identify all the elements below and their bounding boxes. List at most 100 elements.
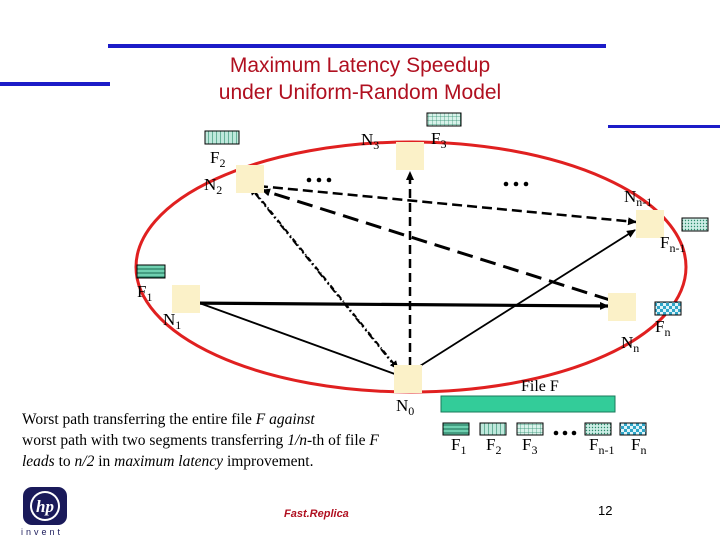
label-n2-sub: 2 [216, 183, 223, 197]
footer-title: Fast.Replica [284, 508, 349, 520]
bar-segment-fn [619, 422, 647, 436]
label-fn1-main: F [660, 233, 670, 252]
caption-text: to [54, 453, 75, 470]
label-nn1-sub: n-1 [636, 195, 653, 209]
node-nn1 [636, 210, 664, 238]
left-rule [0, 82, 110, 86]
bar-segment-f2 [479, 422, 507, 436]
caption-line-3: leads to n/2 in maximum latency improvem… [22, 451, 379, 472]
file-bar [440, 395, 616, 413]
edge-n0-nn1 [419, 229, 636, 367]
bar-segment-f1 [442, 422, 470, 436]
label-n3-sub: 3 [373, 138, 380, 152]
title-line-1: Maximum Latency Speedup [229, 54, 491, 77]
node-n2 [236, 165, 264, 193]
label-nn-sub: n [633, 341, 640, 355]
bar-label-f1-sub: 1 [460, 443, 467, 457]
node-nn [608, 293, 636, 321]
label-fn1: Fn-1 [660, 233, 685, 256]
label-n3: N3 [361, 130, 379, 153]
caption-italic: 1/n [287, 432, 307, 449]
label-n2: N2 [204, 175, 222, 198]
label-f2-sub: 2 [219, 156, 226, 170]
caption-italic: against [265, 411, 315, 428]
caption-italic: maximum latency [114, 453, 224, 470]
bar-label-fn: Fn [631, 435, 646, 458]
label-f1-sub: 1 [146, 290, 153, 304]
edge-nn-n2 [261, 188, 611, 302]
edge-n2-n0 [254, 191, 399, 370]
bar-label-f2: F2 [486, 435, 501, 458]
bar-segment-f3 [516, 422, 544, 436]
label-n0-sub: 0 [408, 404, 415, 418]
bar-label-f1: F1 [451, 435, 466, 458]
label-fn-sub: n [664, 325, 671, 339]
label-f1: F1 [137, 282, 152, 305]
label-n3-main: N [361, 130, 374, 149]
caption-text: improvement. [223, 453, 314, 470]
file-segment-f3 [426, 112, 462, 127]
bar-label-f2-sub: 2 [495, 443, 502, 457]
hp-logo-word: invent [21, 527, 64, 537]
caption-text: Worst path transferring the entire file [22, 411, 256, 428]
caption-italic: n/2 [74, 453, 95, 470]
hp-logo-mark: hp [23, 487, 67, 525]
bar-label-f1-main: F [451, 435, 461, 454]
label-n0: N0 [396, 396, 414, 419]
label-fn-main: F [655, 317, 665, 336]
file-segment-f1 [136, 264, 166, 279]
label-nn1: Nn-1 [624, 187, 652, 210]
label-nn1-main: N [624, 187, 637, 206]
label-fn: Fn [655, 317, 670, 340]
edge-n1-nn [179, 301, 609, 310]
bar-ellipsis-dots [553, 430, 577, 436]
label-f3-sub: 3 [440, 137, 447, 151]
bar-label-fn-sub: n [640, 443, 647, 457]
edge-n0-n1 [179, 294, 404, 378]
file-segment-fn1 [681, 217, 709, 232]
label-f2: F2 [210, 148, 225, 171]
title-line-2: under Uniform-Random Model [218, 81, 502, 104]
file-bar-label: File F [521, 378, 559, 395]
right-rule [608, 125, 720, 128]
caption-italic: leads [22, 453, 55, 470]
bar-label-f3-sub: 3 [531, 443, 538, 457]
file-segment-f2 [204, 130, 240, 145]
bar-label-fn1: Fn-1 [589, 435, 614, 458]
caption-text: in [94, 453, 115, 470]
bar-segment-fn1 [584, 422, 612, 436]
caption-italic: F [255, 411, 266, 428]
ellipsis-dots-left [306, 177, 332, 183]
bar-label-fn1-main: F [589, 435, 599, 454]
label-n1: N1 [163, 310, 181, 333]
svg-text:hp: hp [36, 497, 54, 516]
bar-label-fn1-sub: n-1 [598, 443, 615, 457]
ellipsis-dots-right [503, 181, 529, 187]
bar-label-f3-main: F [522, 435, 532, 454]
edge-n2-nn1 [257, 184, 637, 226]
caption-line-2: worst path with two segments transferrin… [22, 430, 379, 451]
caption-text: worst path with two segments transferrin… [22, 432, 288, 449]
caption-italic: F [369, 432, 379, 449]
bar-label-fn-main: F [631, 435, 641, 454]
bar-label-f3: F3 [522, 435, 537, 458]
top-rule [108, 44, 606, 48]
label-nn: Nn [621, 333, 639, 356]
label-n2-main: N [204, 175, 217, 194]
caption-text: -th of file [307, 432, 370, 449]
caption-line-1: Worst path transferring the entire file … [22, 409, 379, 430]
node-n0 [394, 365, 422, 393]
label-fn1-sub: n-1 [669, 241, 686, 255]
label-f2-main: F [210, 148, 220, 167]
slide-title: Maximum Latency Speedup under Uniform-Ra… [0, 52, 720, 106]
file-segment-fn [654, 301, 682, 316]
caption: Worst path transferring the entire file … [22, 409, 379, 472]
node-n3 [396, 142, 424, 170]
label-f3: F3 [431, 129, 446, 152]
label-f3-main: F [431, 129, 441, 148]
page-number: 12 [598, 503, 613, 518]
label-n1-main: N [163, 310, 176, 329]
node-n1 [172, 285, 200, 313]
label-f1-main: F [137, 282, 147, 301]
